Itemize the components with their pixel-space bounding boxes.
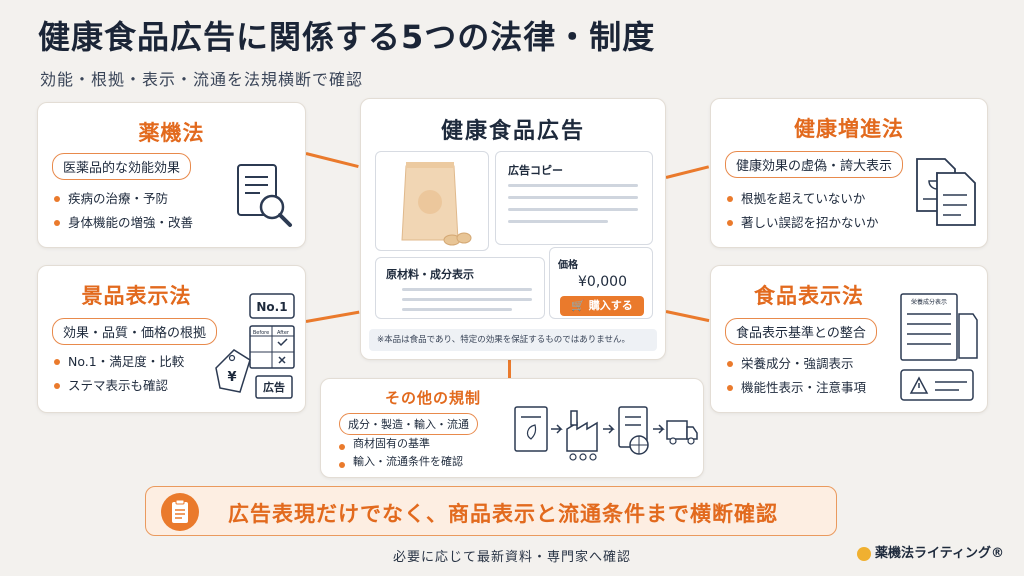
law-title: 薬機法 (138, 121, 205, 145)
icon-label-after: After (277, 330, 290, 336)
icon-label-before: Before (253, 330, 269, 336)
law-bullets: 栄養成分・強調表示 機能性表示・注意事項 (727, 352, 866, 400)
law-tag: 健康効果の虚偽・誇大表示 (725, 151, 904, 178)
text-line (508, 184, 638, 187)
price-tag-icon: No.1 Before After ¥ 広告 (215, 293, 295, 399)
law-title: その他の規制 (384, 389, 481, 407)
ad-copy-panel: 広告コピー (495, 151, 653, 245)
law-card-kenko: 健康増進法 健康効果の虚偽・誇大表示 根拠を超えていないか 著しい誤認を招かない… (710, 98, 988, 248)
document-magnifier-icon (237, 164, 292, 227)
law-tag: 効果・品質・価格の根拠 (52, 318, 218, 345)
ad-copy-label: 広告コピー (508, 164, 563, 177)
health-food-ad-card: 健康食品広告 広告コピー 原材料・成分表示 価格 ¥0,000 🛒 購入する ※… (360, 98, 666, 360)
product-image-panel (375, 151, 489, 251)
law-card-yakki: 薬機法 医薬品的な効能効果 疾病の治療・予防 身体機能の増強・改善 (37, 102, 306, 248)
law-bullets: 商材固有の基準 輸入・流通条件を確認 (339, 435, 463, 471)
supplement-pouch-icon (401, 162, 472, 246)
icon-label-no1: No.1 (256, 300, 287, 314)
law-tag: 食品表示基準との整合 (725, 318, 877, 345)
law-card-shokuhin: 食品表示法 食品表示基準との整合 栄養成分・強調表示 機能性表示・注意事項 栄養… (710, 265, 988, 413)
brand-logo: 薬機法ライティング® (857, 542, 1004, 561)
svg-text:¥: ¥ (227, 370, 236, 385)
nutrition-label-icon: 栄養成分表示 (900, 293, 978, 401)
page-subtitle: 効能・根拠・表示・流通を法規横断で確認 (40, 70, 364, 89)
icon-label-nutrition: 栄養成分表示 (911, 298, 947, 306)
list-item: 疾病の治療・予防 (54, 187, 193, 211)
list-item: 輸入・流通条件を確認 (339, 453, 463, 471)
ad-disclaimer: ※本品は食品であり、特定の効果を保証するものではありません。 (369, 329, 657, 351)
connector-keihyo (305, 310, 360, 323)
price-label: 価格 (558, 260, 578, 271)
list-item: 根拠を超えていないか (727, 187, 879, 211)
list-item: No.1・満足度・比較 (54, 350, 184, 374)
brand-name: 薬機法ライティング® (875, 546, 1004, 561)
footer-note: 必要に応じて最新資料・専門家へ確認 (392, 550, 631, 565)
text-line (508, 220, 608, 223)
text-line (508, 196, 638, 199)
price-panel: 価格 ¥0,000 🛒 購入する (549, 247, 653, 319)
connector-kenko (665, 165, 710, 179)
text-line (508, 208, 638, 211)
price-value: ¥0,000 (578, 274, 627, 290)
page-title: 健康食品広告に関係する5つの法律・制度 (38, 18, 656, 56)
banner-text: 広告表現だけでなく、商品表示と流通条件まで横断確認 (228, 502, 778, 526)
connector-other (508, 360, 511, 378)
supply-chain-icon (514, 406, 698, 461)
list-item: 身体機能の増強・改善 (54, 211, 193, 235)
connector-yakki (305, 152, 359, 169)
law-bullets: No.1・満足度・比較 ステマ表示も確認 (54, 350, 184, 398)
text-line (402, 298, 532, 301)
text-line (402, 288, 532, 291)
connector-shokuhin (665, 310, 710, 323)
ad-title: 健康食品広告 (440, 119, 585, 144)
cart-icon: 🛒 (571, 299, 585, 312)
law-card-other: その他の規制 成分・製造・輸入・流通 商材固有の基準 輸入・流通条件を確認 (320, 378, 704, 478)
list-item: 著しい誤認を招かないか (727, 211, 879, 235)
law-bullets: 疾病の治療・予防 身体機能の増強・改善 (54, 187, 193, 235)
icon-label-ad: 広告 (263, 380, 285, 394)
summary-banner: 広告表現だけでなく、商品表示と流通条件まで横断確認 (145, 486, 837, 536)
documents-chart-icon (916, 158, 976, 226)
buy-button[interactable]: 🛒 購入する (560, 296, 644, 316)
clipboard-icon (161, 493, 199, 531)
brand-icon (857, 546, 872, 561)
list-item: ステマ表示も確認 (54, 374, 184, 398)
text-line (402, 308, 512, 311)
list-item: 商材固有の基準 (339, 435, 463, 453)
law-title: 景品表示法 (81, 284, 192, 308)
law-tag: 成分・製造・輸入・流通 (339, 413, 478, 435)
list-item: 栄養成分・強調表示 (727, 352, 866, 376)
law-card-keihyo: 景品表示法 効果・品質・価格の根拠 No.1・満足度・比較 ステマ表示も確認 N… (37, 265, 306, 413)
ingredients-label: 原材料・成分表示 (386, 268, 474, 281)
law-title: 健康増進法 (794, 117, 904, 141)
ingredients-panel: 原材料・成分表示 (375, 257, 545, 319)
buy-button-label: 購入する (588, 299, 633, 312)
list-item: 機能性表示・注意事項 (727, 376, 866, 400)
law-tag: 医薬品的な効能効果 (52, 153, 192, 180)
law-bullets: 根拠を超えていないか 著しい誤認を招かないか (727, 187, 879, 235)
law-title: 食品表示法 (754, 284, 864, 308)
